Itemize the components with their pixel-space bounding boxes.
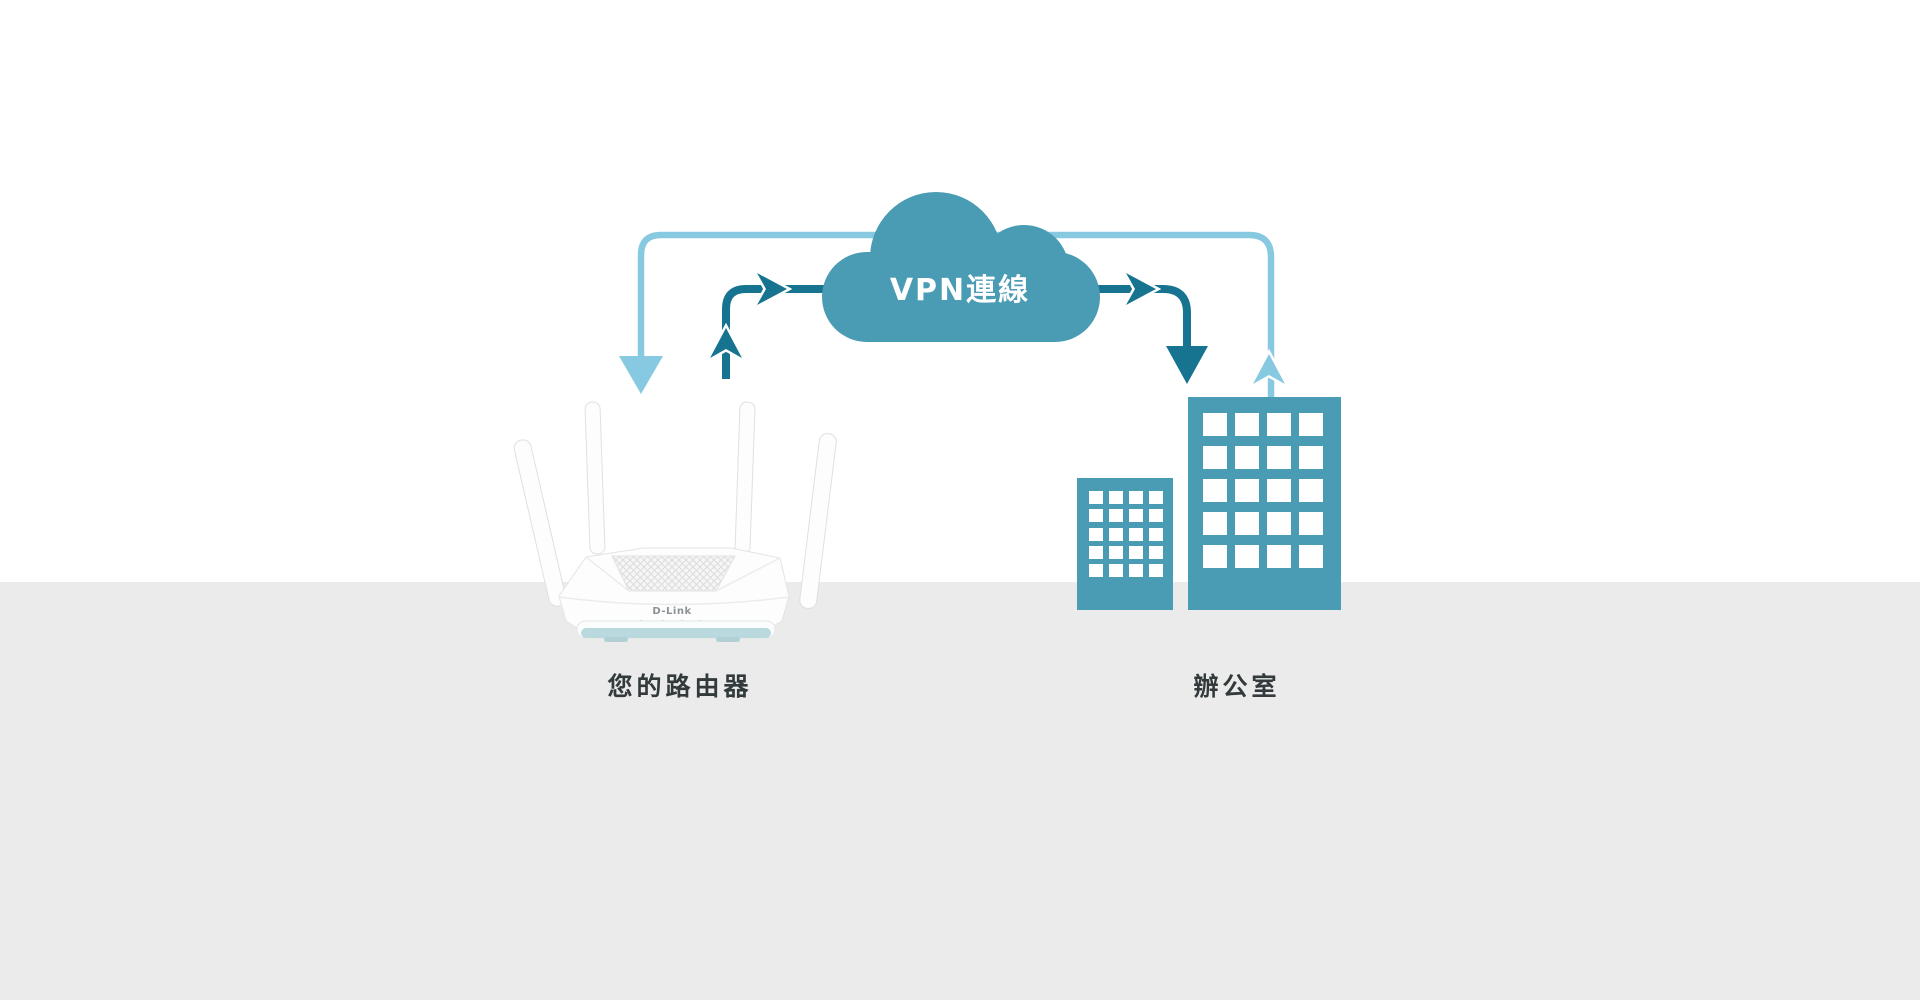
router-icon: D-Link	[513, 401, 837, 642]
arrow-down-to-router-icon	[619, 356, 663, 394]
ground-background	[0, 582, 1920, 1000]
router-antenna-outer-left	[513, 439, 567, 607]
router-antennas	[513, 401, 837, 609]
router-antenna-inner-left	[584, 401, 606, 555]
router-top-vent	[611, 555, 736, 592]
router-label: 您的路由器	[607, 672, 753, 701]
small-building-windows	[1089, 491, 1163, 577]
arrow-down-to-office-icon	[1166, 346, 1208, 384]
router-antenna-inner-right	[734, 401, 756, 555]
tall-building-windows	[1203, 413, 1323, 568]
router-base-accent	[581, 628, 771, 638]
router-facet-lines	[558, 556, 790, 606]
router-foot-right	[716, 637, 740, 642]
router-antenna-outer-right	[799, 433, 837, 609]
router-brand-logo: D-Link	[652, 606, 691, 617]
office-label: 辦公室	[1193, 672, 1281, 701]
vpn-cloud-label: VPN連線	[889, 273, 1031, 308]
router-foot-left	[604, 637, 628, 642]
office-buildings-icon	[1077, 397, 1341, 610]
vpn-cloud-icon	[822, 192, 1100, 342]
